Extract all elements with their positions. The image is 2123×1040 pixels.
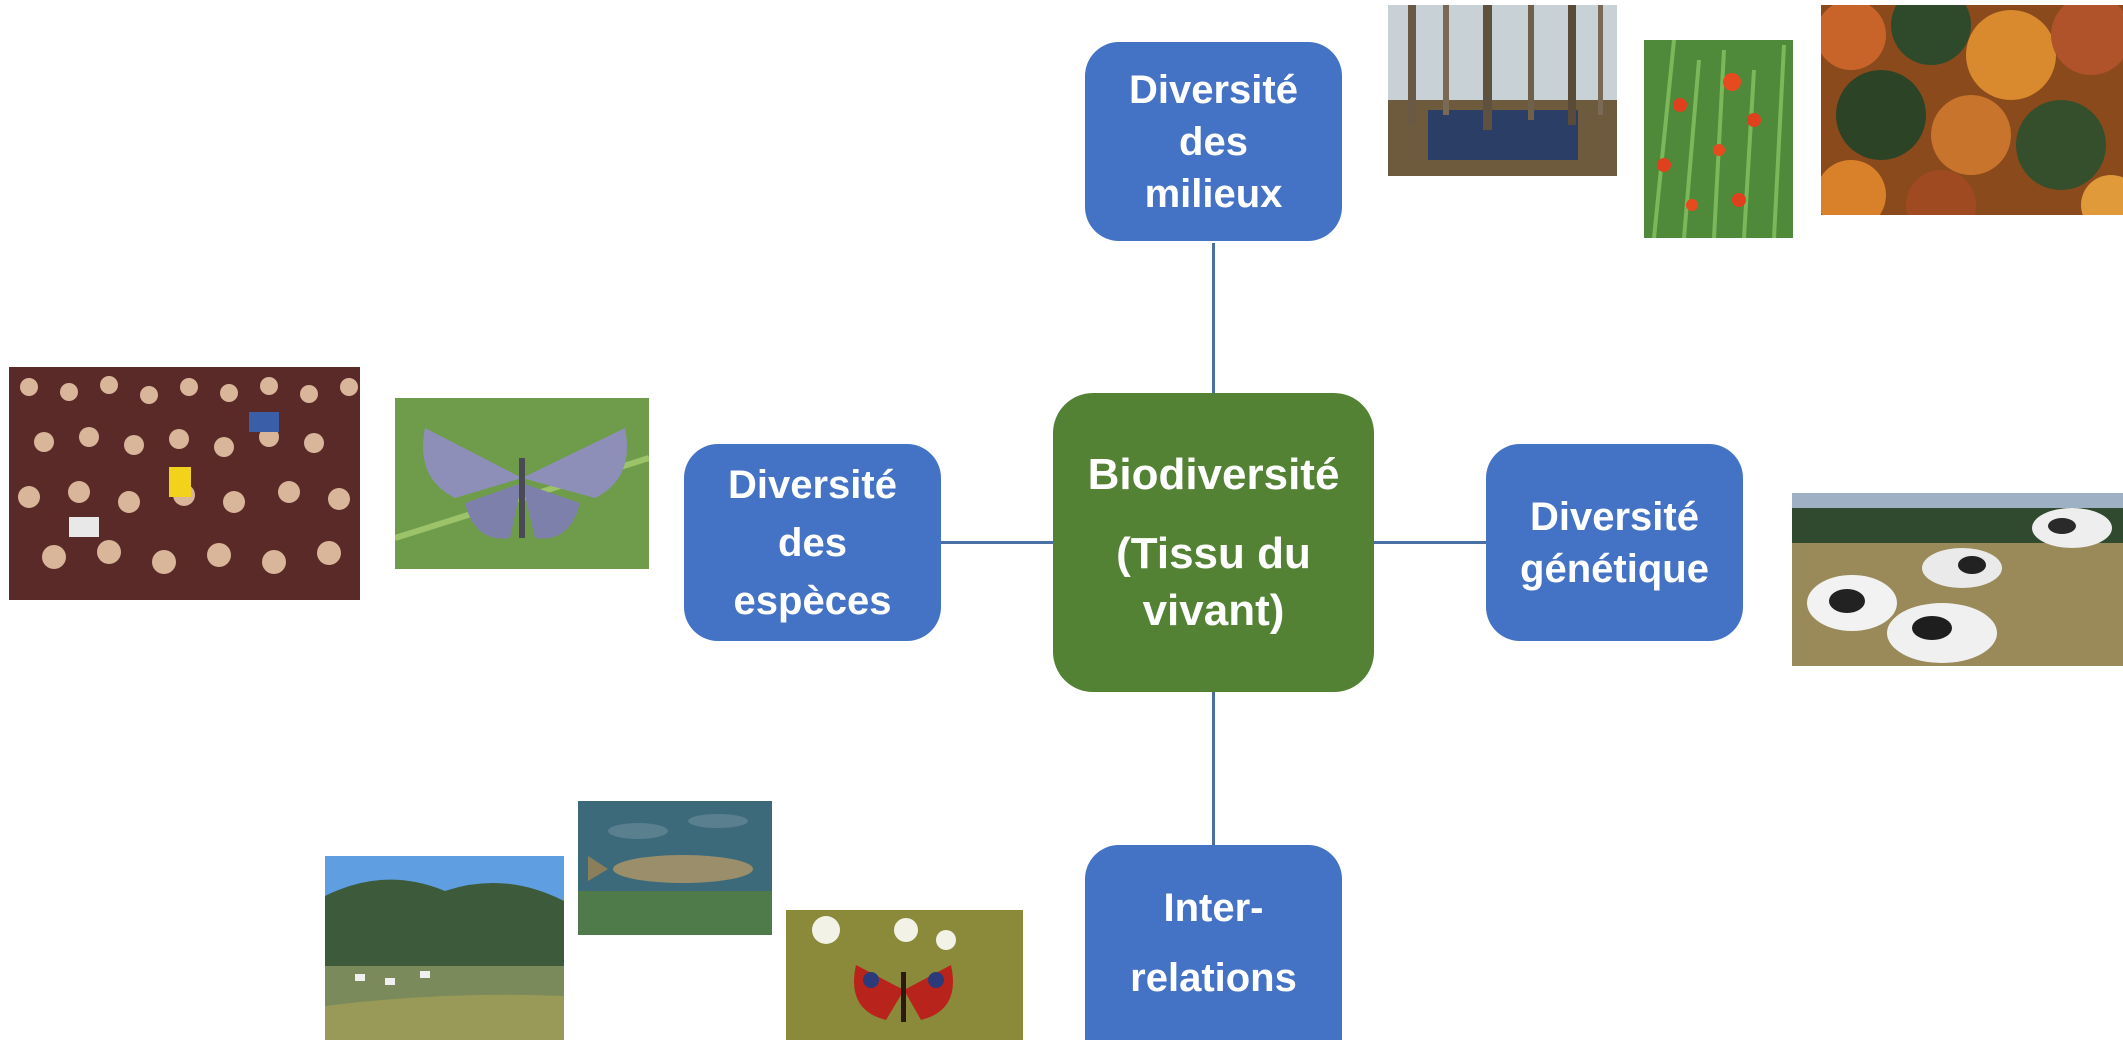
center-node-line3: vivant)	[1142, 586, 1285, 636]
blue-butterfly-photo	[395, 398, 649, 569]
node-interrelations-line1: Inter-	[1163, 885, 1264, 930]
node-diversite-milieux: Diversité des milieux	[1085, 42, 1342, 241]
flooded-forest-photo	[1388, 5, 1617, 176]
center-node-biodiversite: Biodiversité (Tissu du vivant)	[1053, 393, 1374, 692]
node-diversite-genetique: Diversité génétique	[1486, 444, 1743, 641]
node-diversite-especes: Diversité des espèces	[684, 444, 941, 641]
connector-right	[1374, 541, 1486, 544]
node-interrelations-line2: relations	[1130, 955, 1297, 1000]
autumn-forest-photo	[1821, 5, 2123, 215]
poppies-photo	[1644, 40, 1793, 238]
crowd-photo	[9, 367, 360, 600]
node-genetique-line2: génétique	[1520, 546, 1709, 591]
mountain-village-photo	[325, 856, 564, 1040]
connector-bottom	[1212, 692, 1215, 845]
cows-photo	[1792, 493, 2123, 666]
peacock-butterfly-photo	[786, 910, 1023, 1040]
center-node-line2: (Tissu du	[1116, 528, 1311, 578]
node-milieux-line3: milieux	[1144, 171, 1283, 216]
node-interrelations: Inter- relations	[1085, 845, 1342, 1040]
center-node-line1: Biodiversité	[1087, 449, 1340, 499]
node-milieux-line2: des	[1179, 119, 1248, 164]
connector-left	[941, 541, 1053, 544]
node-especes-line1: Diversité	[728, 462, 897, 507]
node-especes-line2: des	[778, 520, 847, 565]
trout-photo	[578, 801, 772, 935]
node-especes-line3: espèces	[733, 578, 892, 623]
node-milieux-line1: Diversité	[1129, 67, 1298, 112]
node-genetique-line1: Diversité	[1530, 494, 1699, 539]
connector-top	[1212, 243, 1215, 393]
